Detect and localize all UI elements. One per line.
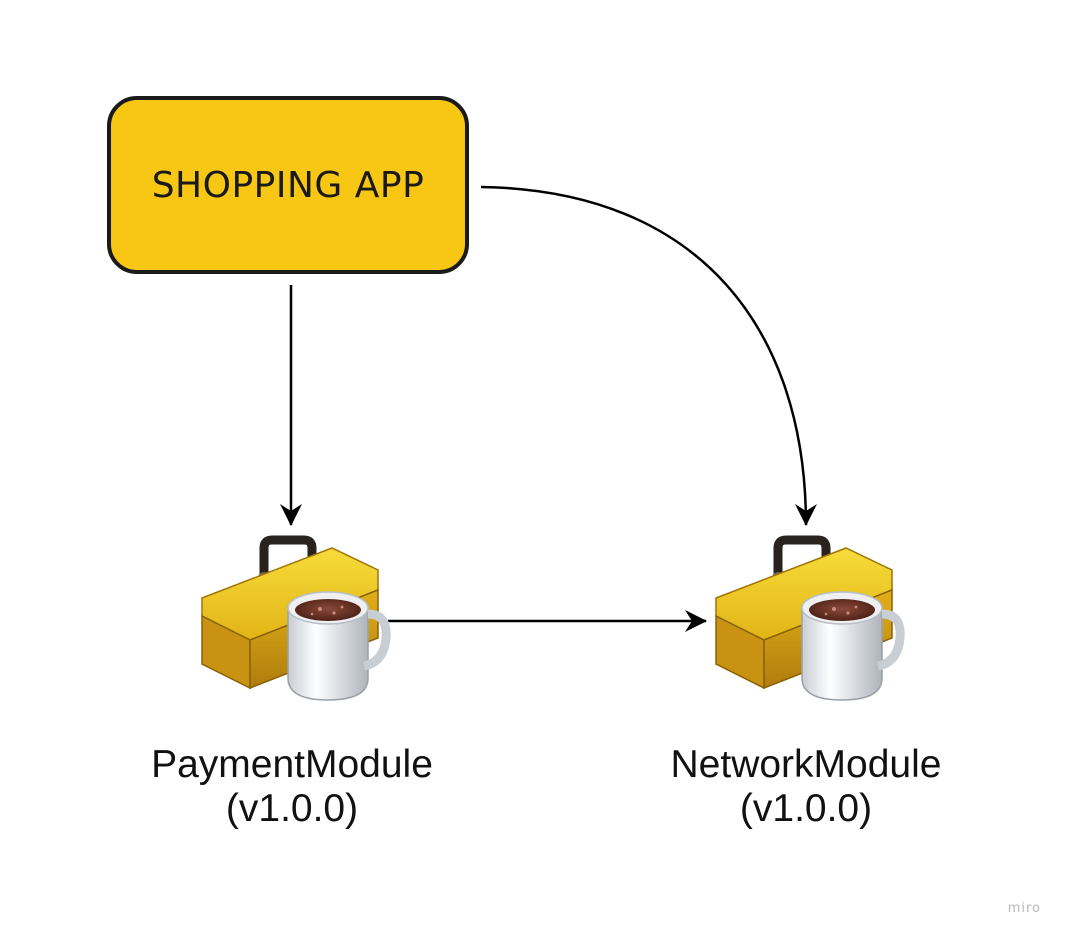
network-module-label: NetworkModule (v1.0.0) <box>626 743 986 831</box>
java-toolbox-coffee-icon[interactable] <box>706 528 906 703</box>
payment-module-label: PaymentModule (v1.0.0) <box>112 743 472 831</box>
shopping-app-node[interactable]: SHOPPING APP <box>107 96 469 274</box>
network-module-version: (v1.0.0) <box>739 787 873 830</box>
shopping-app-label: SHOPPING APP <box>151 164 425 206</box>
network-module-name: NetworkModule <box>670 743 942 786</box>
miro-watermark: miro <box>1007 901 1041 916</box>
edge-app-to-network[interactable] <box>480 185 817 526</box>
payment-module-name: PaymentModule <box>151 743 433 786</box>
payment-module-version: (v1.0.0) <box>225 787 359 830</box>
java-toolbox-coffee-icon[interactable] <box>192 528 392 703</box>
